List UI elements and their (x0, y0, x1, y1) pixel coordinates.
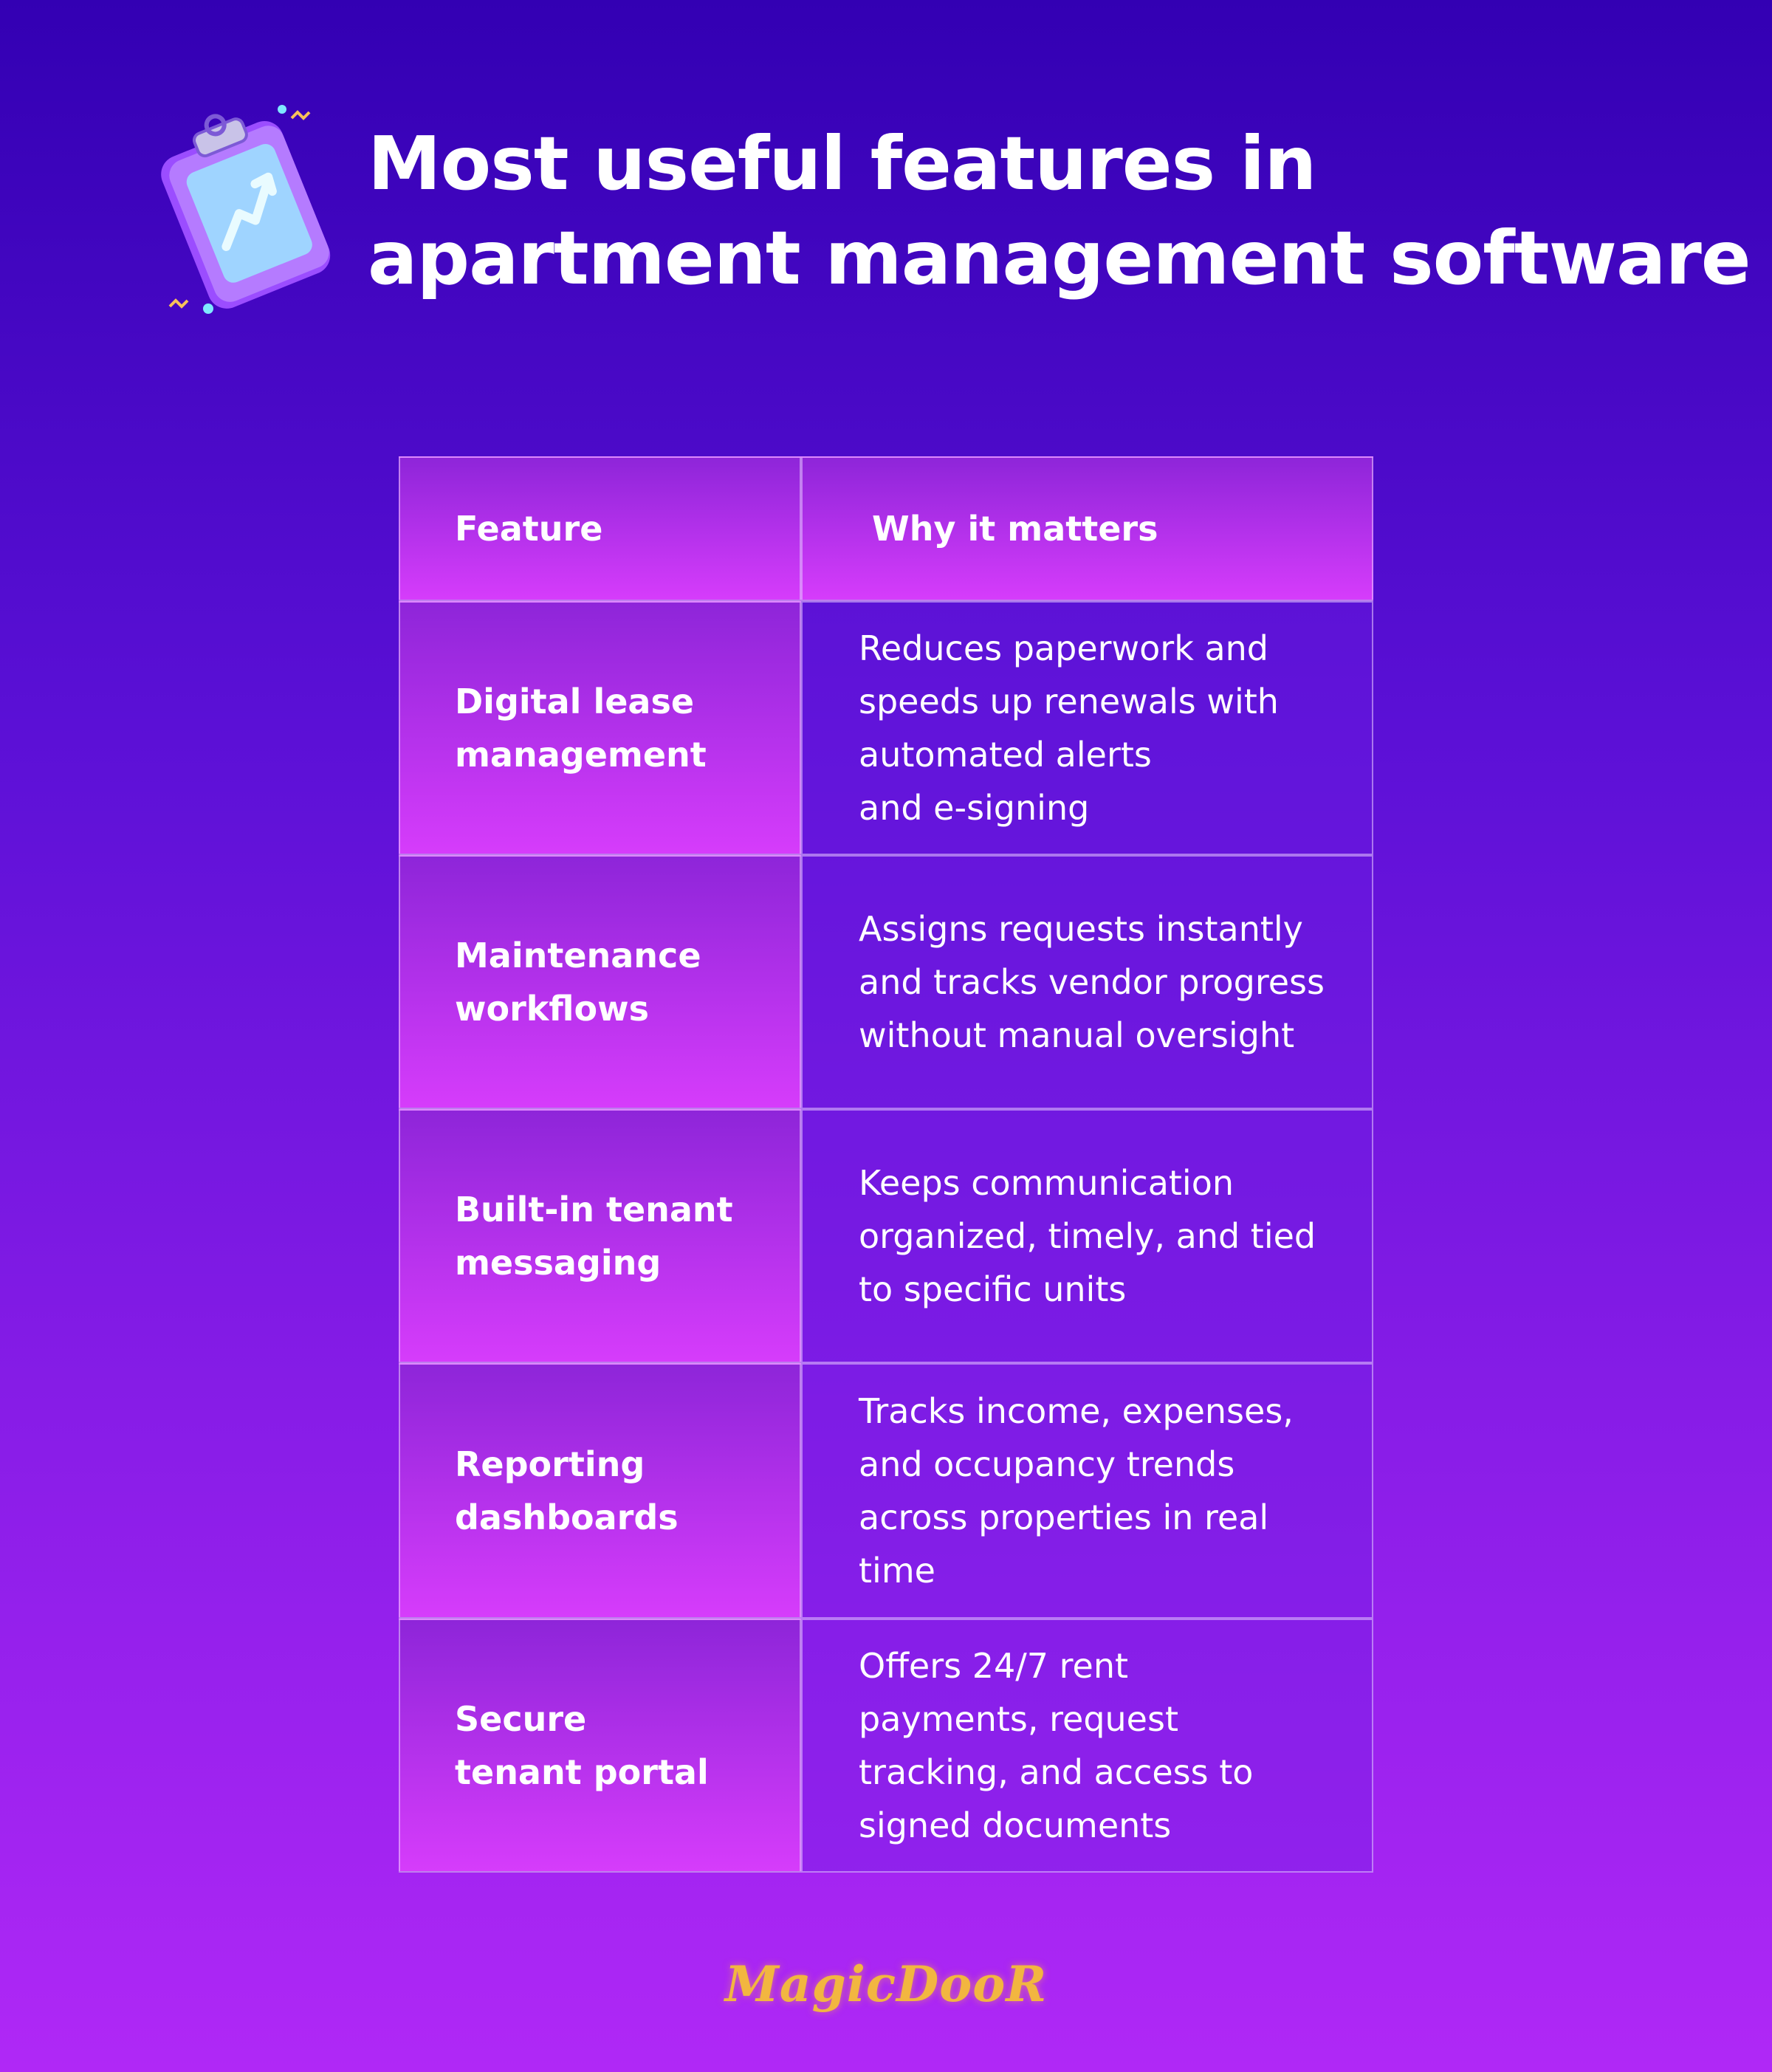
clipboard-chart-icon (148, 103, 347, 325)
why-line: payments, request (859, 1699, 1178, 1739)
why-cell: Reduces paperwork and speeds up renewals… (801, 601, 1373, 855)
feature-label: Secure tenant portal (400, 1692, 800, 1799)
why-text: Assigns requests instantly and tracks ve… (803, 902, 1372, 1062)
feature-cell: Digital lease management (399, 601, 801, 855)
feature-line: Secure (455, 1699, 587, 1739)
feature-line: tenant portal (455, 1752, 709, 1792)
feature-line: Built-in tenant (455, 1190, 733, 1229)
table-row: Digital lease management Reduces paperwo… (399, 601, 1373, 855)
why-text: Reduces paperwork and speeds up renewals… (803, 622, 1372, 834)
why-line: automated alerts (859, 735, 1152, 775)
feature-line: messaging (455, 1243, 662, 1283)
why-line: time (859, 1551, 935, 1591)
why-line: across properties in real (859, 1498, 1269, 1537)
header-cell-why: Why it matters (801, 456, 1373, 601)
why-line: tracking, and access to (859, 1752, 1254, 1792)
feature-cell: Maintenance workflows (399, 855, 801, 1109)
why-cell: Keeps communication organized, timely, a… (801, 1109, 1373, 1363)
header-feature-label: Feature (455, 509, 603, 549)
why-line: speeds up renewals with (859, 682, 1279, 721)
header: Most useful features in apartment manage… (0, 0, 1772, 340)
why-line: and occupancy trends (859, 1444, 1235, 1484)
why-line: signed documents (859, 1805, 1172, 1845)
why-text: Tracks income, expenses, and occupancy t… (803, 1385, 1372, 1597)
feature-label: Reporting dashboards (400, 1438, 800, 1544)
why-line: Offers 24/7 rent (859, 1646, 1129, 1686)
why-cell: Tracks income, expenses, and occupancy t… (801, 1363, 1373, 1619)
why-line: without manual oversight (859, 1015, 1295, 1055)
why-line: Assigns requests instantly (859, 909, 1303, 949)
feature-line: management (455, 735, 707, 775)
why-text: Offers 24/7 rent payments, request track… (803, 1639, 1372, 1852)
feature-label: Maintenance workflows (400, 929, 800, 1035)
why-cell: Assigns requests instantly and tracks ve… (801, 855, 1373, 1109)
page-title: Most useful features in apartment manage… (368, 117, 1751, 306)
feature-label: Digital lease management (400, 675, 800, 781)
feature-line: Maintenance (455, 936, 701, 975)
feature-label: Built-in tenant messaging (400, 1183, 800, 1289)
feature-line: dashboards (455, 1498, 679, 1537)
why-line: and e-signing (859, 788, 1090, 828)
table-row: Built-in tenant messaging Keeps communic… (399, 1109, 1373, 1363)
table-header-row: Feature Why it matters (399, 456, 1373, 601)
table-row: Maintenance workflows Assigns requests i… (399, 855, 1373, 1109)
feature-cell: Built-in tenant messaging (399, 1109, 801, 1363)
why-line: Keeps communication (859, 1163, 1234, 1203)
why-line: and tracks vendor progress (859, 962, 1325, 1002)
why-text: Keeps communication organized, timely, a… (803, 1156, 1372, 1316)
feature-cell: Secure tenant portal (399, 1619, 801, 1873)
title-line-2: apartment management software (368, 215, 1751, 301)
header-cell-feature: Feature (399, 456, 801, 601)
header-why-label: Why it matters (872, 509, 1158, 549)
why-line: organized, timely, and tied (859, 1216, 1316, 1256)
title-line-1: Most useful features in (368, 120, 1316, 207)
table-row: Secure tenant portal Offers 24/7 rent pa… (399, 1619, 1373, 1873)
why-line: Tracks income, expenses, (859, 1391, 1294, 1431)
why-cell: Offers 24/7 rent payments, request track… (801, 1619, 1373, 1873)
feature-line: Reporting (455, 1444, 645, 1484)
feature-line: Digital lease (455, 682, 695, 721)
table-row: Reporting dashboards Tracks income, expe… (399, 1363, 1373, 1619)
magicdoor-logo: MagicDooR (724, 1955, 1048, 2013)
feature-cell: Reporting dashboards (399, 1363, 801, 1619)
feature-line: workflows (455, 989, 649, 1029)
why-line: Reduces paperwork and (859, 628, 1269, 668)
why-line: to specific units (859, 1269, 1127, 1309)
